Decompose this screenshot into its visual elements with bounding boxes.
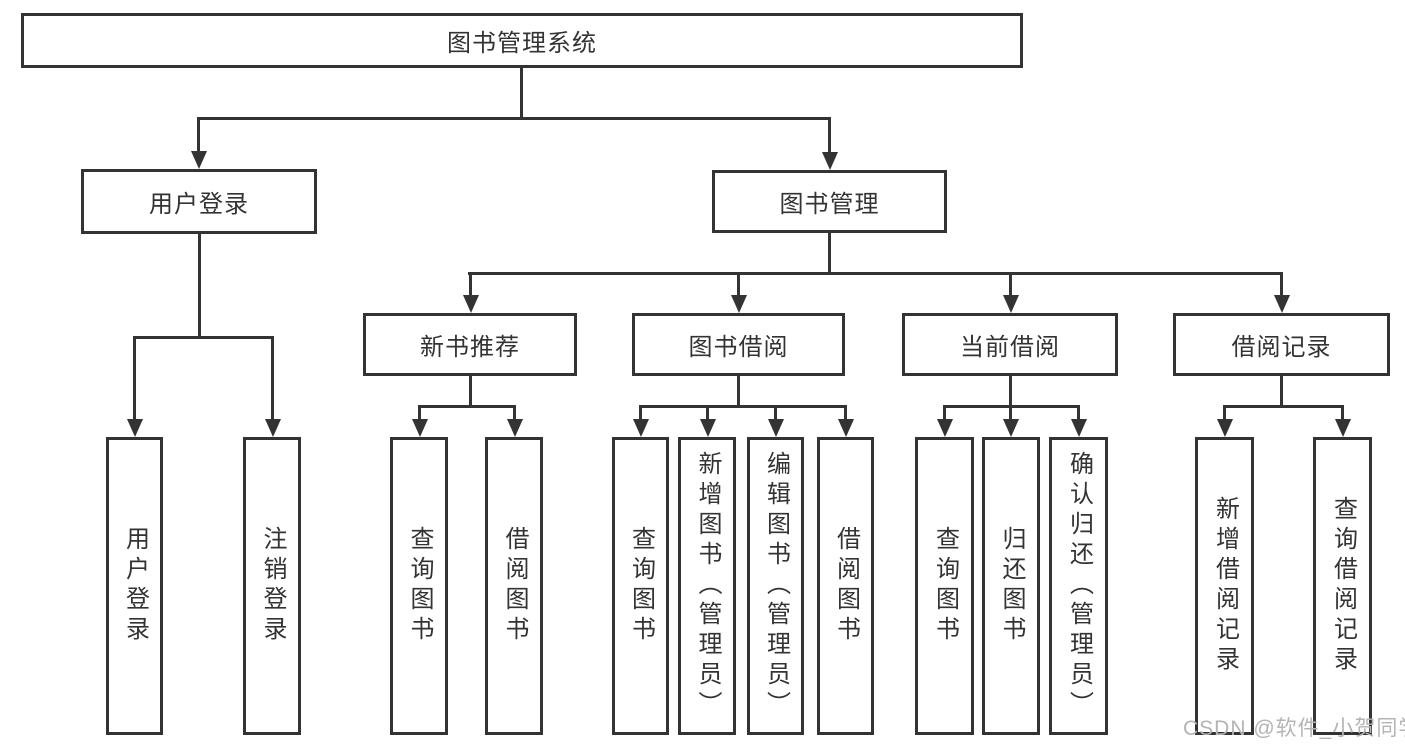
arrow-line bbox=[513, 405, 516, 421]
connector-login-branch bbox=[133, 336, 274, 339]
leaf-borrow-books-2: 借阅图书 bbox=[817, 437, 874, 735]
leaf-edit-book-admin: 编辑图书（管理员） bbox=[747, 437, 804, 735]
connector-records-stub bbox=[1280, 376, 1283, 408]
connector-records-branch bbox=[1223, 405, 1344, 408]
arrow-line bbox=[639, 405, 642, 421]
leaf-confirm-return-admin: 确认归还（管理员） bbox=[1049, 437, 1108, 735]
arrow-down-icon bbox=[731, 295, 747, 313]
arrow-line bbox=[418, 405, 421, 421]
arrow-down-icon bbox=[1217, 419, 1233, 437]
arrow-line bbox=[469, 272, 472, 297]
arrow-down-icon bbox=[463, 295, 479, 313]
connector-mgmt-branch bbox=[468, 272, 1283, 275]
arrow-down-icon bbox=[127, 419, 143, 437]
arrow-down-icon bbox=[838, 419, 854, 437]
node-book-management: 图书管理 bbox=[712, 170, 947, 233]
arrow-line bbox=[197, 117, 200, 153]
arrow-down-icon bbox=[700, 419, 716, 437]
leaf-return-book: 归还图书 bbox=[982, 437, 1040, 735]
arrow-down-icon bbox=[937, 419, 953, 437]
node-user-login: 用户登录 bbox=[81, 169, 317, 234]
arrow-down-icon bbox=[822, 152, 838, 170]
node-new-book-recommend: 新书推荐 bbox=[363, 313, 577, 376]
arrow-down-icon bbox=[1071, 419, 1087, 437]
connector-mgmt-stub bbox=[828, 233, 831, 275]
leaf-query-borrow-record: 查询借阅记录 bbox=[1313, 437, 1372, 735]
connector-borrow-branch bbox=[639, 405, 847, 408]
connector-root-trunk bbox=[520, 68, 523, 120]
leaf-add-book-admin: 新增图书（管理员） bbox=[678, 437, 736, 735]
arrow-line bbox=[844, 405, 847, 421]
arrow-line bbox=[737, 272, 740, 297]
arrow-down-icon bbox=[768, 419, 784, 437]
node-current-borrow: 当前借阅 bbox=[902, 313, 1118, 376]
node-book-borrow: 图书借阅 bbox=[632, 313, 845, 376]
arrow-down-icon bbox=[1335, 419, 1351, 437]
connector-borrow-stub bbox=[737, 376, 740, 408]
connector-newbook-branch bbox=[418, 405, 516, 408]
connector-current-stub bbox=[1009, 376, 1012, 408]
leaf-logout: 注销登录 bbox=[243, 437, 301, 735]
arrow-down-icon bbox=[412, 419, 428, 437]
node-borrow-records: 借阅记录 bbox=[1173, 313, 1390, 376]
arrow-down-icon bbox=[507, 419, 523, 437]
leaf-query-books-2: 查询图书 bbox=[612, 437, 669, 735]
leaf-borrow-books-1: 借阅图书 bbox=[485, 437, 543, 735]
arrow-down-icon bbox=[1274, 295, 1290, 313]
arrow-down-icon bbox=[1003, 419, 1019, 437]
arrow-down-icon bbox=[633, 419, 649, 437]
leaf-query-books-3: 查询图书 bbox=[915, 437, 974, 735]
arrow-line bbox=[1009, 405, 1012, 421]
arrow-line bbox=[828, 117, 831, 153]
arrow-line bbox=[133, 336, 136, 421]
leaf-query-books-1: 查询图书 bbox=[390, 437, 448, 735]
arrow-down-icon bbox=[265, 419, 281, 437]
node-system-root: 图书管理系统 bbox=[21, 13, 1023, 68]
connector-newbook-stub bbox=[469, 376, 472, 408]
connector-login-stub bbox=[198, 234, 201, 339]
arrow-down-icon bbox=[191, 151, 207, 169]
arrow-line bbox=[1077, 405, 1080, 421]
arrow-line bbox=[1341, 405, 1344, 421]
arrow-line bbox=[1223, 405, 1226, 421]
arrow-line bbox=[943, 405, 946, 421]
leaf-user-login: 用户登录 bbox=[106, 437, 163, 735]
arrow-line bbox=[706, 405, 709, 421]
arrow-line bbox=[1009, 272, 1012, 297]
watermark: CSDN @软件_小贺同学 bbox=[1183, 717, 1405, 740]
connector-level1-branch bbox=[197, 117, 831, 120]
arrow-line bbox=[774, 405, 777, 421]
leaf-add-borrow-record: 新增借阅记录 bbox=[1195, 437, 1254, 735]
arrow-down-icon bbox=[1003, 295, 1019, 313]
arrow-line bbox=[1280, 272, 1283, 297]
arrow-line bbox=[271, 336, 274, 421]
